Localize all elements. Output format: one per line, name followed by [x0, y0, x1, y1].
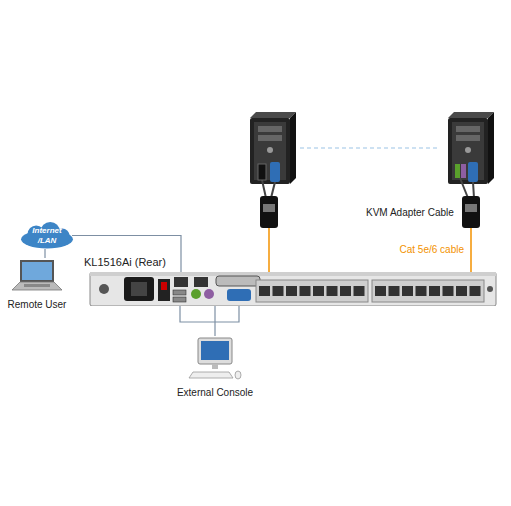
network-connector [72, 236, 181, 257]
ps2-port [191, 289, 201, 299]
server-tower-part [267, 147, 273, 153]
laptop-shape [4, 258, 70, 294]
console-shape [170, 336, 260, 380]
kvm-adapter-cable-part [468, 162, 478, 182]
usb-port [173, 290, 186, 295]
device-heading: KL1516Ai (Rear) [84, 256, 502, 269]
kvm-adapter-cable-part [263, 204, 275, 212]
rack-screw [487, 286, 493, 292]
rj45-port [416, 286, 427, 296]
server-tower-part [250, 118, 290, 184]
kvm-adapter-cable-part [262, 180, 266, 198]
server-tower-part [290, 112, 296, 184]
rj45-port [443, 286, 454, 296]
monitor-frame [198, 338, 232, 364]
server-tower-part [448, 118, 488, 184]
network-connector [214, 306, 215, 336]
rj45-port [456, 286, 467, 296]
power-socket [124, 277, 154, 301]
cable-label: KVM Adapter Cable [366, 207, 454, 219]
kvm-adapter-cable-part [473, 182, 474, 198]
console-bracket [180, 306, 239, 322]
kvm-adapter-cable [455, 162, 480, 228]
panel-top [90, 272, 496, 276]
laptop-screen [22, 262, 52, 280]
rj45-port [300, 286, 311, 296]
monitor-stand [212, 364, 218, 369]
kvm-adapter-cable-part [462, 196, 480, 228]
kvm-adapter-cable-part [455, 164, 460, 178]
vga-port [227, 289, 251, 301]
server-tower-part [258, 126, 282, 132]
cloud-label: Internet /LAN [27, 226, 67, 244]
rj45-bank [256, 280, 368, 302]
kvm-switch-rear: KL1516Ai (Rear) [84, 256, 502, 306]
kvm-adapter-cable-part [271, 182, 275, 198]
cable-label: Cat 5e/6 cable [400, 244, 465, 256]
usb-port [173, 297, 186, 302]
remote-user-laptop: Remote User [4, 258, 70, 310]
kvm-adapter-cable-part [258, 164, 266, 180]
ps2-port [204, 289, 214, 299]
mouse [235, 371, 241, 379]
rj45-port [389, 286, 400, 296]
rj45-port [327, 286, 338, 296]
monitor-screen [201, 341, 229, 360]
rj45-port [313, 286, 324, 296]
external-console: External Console [170, 336, 260, 398]
power-switch [158, 279, 170, 301]
kvm-adapter-cable-part [460, 178, 468, 198]
server-tower-part [488, 112, 494, 184]
rack-screw [99, 284, 109, 294]
rj45-port [375, 286, 386, 296]
rj45-port [273, 286, 284, 296]
cloud-network: Internet /LAN [20, 222, 74, 249]
server-tower-part [456, 126, 480, 132]
kvm-adapter-cable-part [465, 204, 477, 212]
rj45-port [354, 286, 365, 296]
device-label: External Console [177, 387, 253, 399]
serial-port [216, 276, 260, 286]
laptop-base [12, 282, 62, 290]
rj45-port [402, 286, 413, 296]
power-socket-inner [131, 282, 147, 296]
rj45-port [429, 286, 440, 296]
rj45-port [470, 286, 481, 296]
server-tower [250, 112, 296, 184]
power-switch-toggle [161, 282, 167, 290]
rj45-port [259, 286, 270, 296]
server-tower-part [448, 112, 494, 118]
server-tower-part [465, 147, 471, 153]
rj45-port [286, 286, 297, 296]
network-connector [44, 249, 45, 258]
panel-body [90, 272, 496, 306]
server-tower-part [258, 135, 282, 141]
lan-port [174, 277, 188, 287]
kvm-adapter-cable-part [461, 164, 466, 178]
kvm-adapter-cable [258, 162, 280, 228]
lan-port [194, 277, 208, 287]
kvm-adapter-cable-part [270, 162, 280, 182]
laptop-keys [24, 284, 50, 287]
laptop-lid [20, 260, 54, 282]
rj45-bank [372, 280, 484, 302]
rj45-port [340, 286, 351, 296]
server-tower-part [456, 135, 480, 141]
keyboard [189, 372, 233, 378]
server-tower-part [250, 112, 296, 118]
server-tower [448, 112, 494, 184]
server-link-dashed [300, 147, 440, 148]
kvm-adapter-cable-part [260, 196, 278, 228]
panel-shape [84, 272, 502, 306]
device-label: Remote User [8, 299, 67, 311]
